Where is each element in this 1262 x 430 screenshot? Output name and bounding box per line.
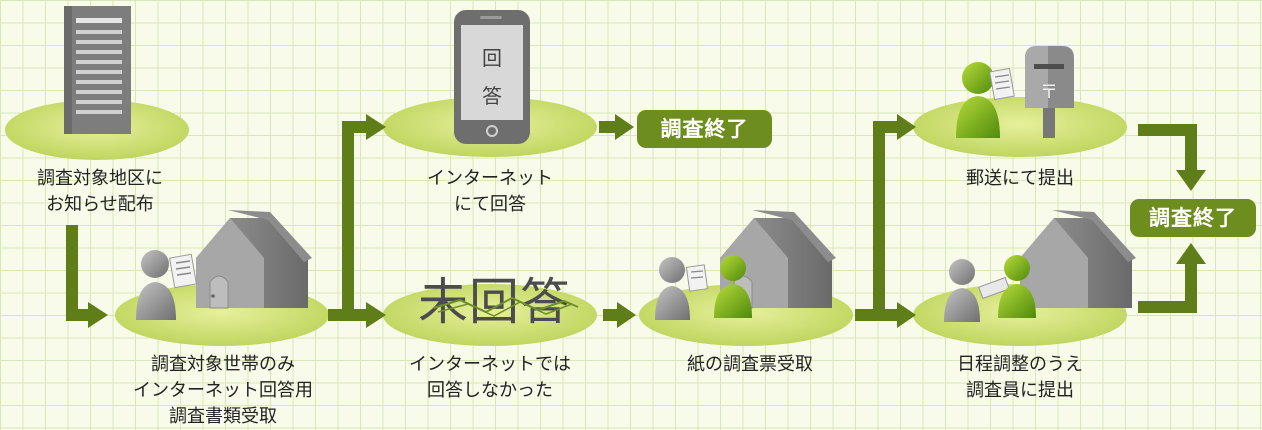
phone-screen-char: 回 (482, 46, 502, 70)
person-icon (714, 255, 752, 318)
step-label-not-answered: インターネットでは 回答しなかった (409, 354, 571, 401)
mailbox-icon: 〒 (1025, 46, 1074, 138)
person-icon (136, 250, 176, 320)
survey-sheet-icon (989, 67, 1015, 101)
step-label-paper: 紙の調査票受取 (687, 354, 813, 375)
strike-scribble (433, 296, 579, 317)
step-label-internet: インターネット にて回答 (427, 168, 553, 215)
end-badge: 調査終了 (1130, 199, 1256, 237)
step-label-receive: 調査対象世帯のみ インターネット回答用 調査書類受取 (133, 354, 313, 427)
person-icon (956, 62, 1000, 138)
step-label-notice: 調査対象地区に お知らせ配布 (37, 168, 163, 215)
survey-sheet-icon (685, 264, 709, 292)
person-icon (998, 255, 1036, 318)
survey-sheet-icon (978, 276, 1010, 300)
house-icon (196, 210, 312, 309)
end-badge: 調査終了 (637, 110, 772, 148)
phone-screen-char: 答 (482, 84, 502, 108)
flow-arrows (66, 114, 1206, 328)
step-label-visit: 日程調整のうえ 調査員に提出 (957, 354, 1083, 401)
person-icon (655, 257, 690, 320)
survey-sheet-icon (168, 253, 198, 289)
platform-mail (913, 97, 1127, 157)
unanswered-stamp: 未回答 (418, 273, 571, 331)
svg-text:〒: 〒 (1040, 82, 1058, 103)
platform-not-answered (383, 284, 597, 346)
document-icon (64, 6, 131, 134)
house-icon (1020, 210, 1136, 308)
smartphone-icon (454, 10, 530, 144)
person-icon (944, 259, 980, 322)
step-label-mail: 郵送にて提出 (966, 168, 1074, 189)
